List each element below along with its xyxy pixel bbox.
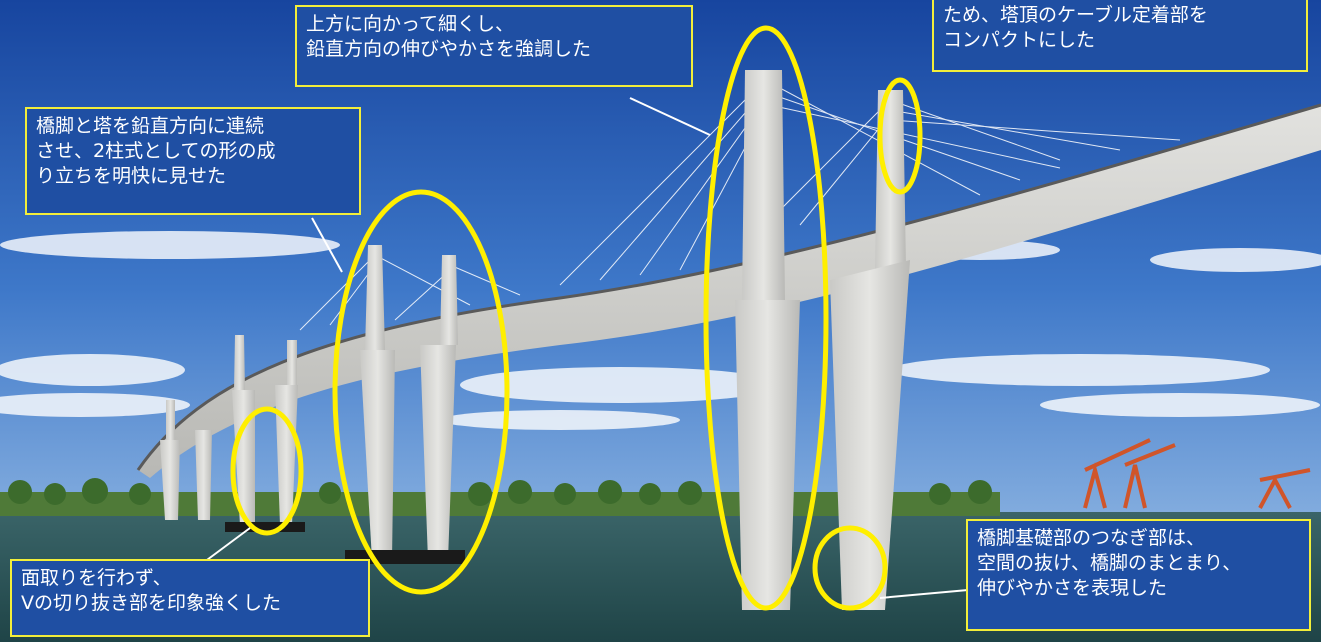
highlight-footing-joint (812, 525, 888, 611)
highlight-ellipses (230, 25, 923, 611)
callout-taper-upward: 上方に向かって細くし、 鉛直方向の伸びやかさを強調した (295, 5, 693, 87)
callout-line: り立ちを明快に見せた (36, 165, 227, 187)
callout-line: Vの切り抜き部を印象強くした (21, 592, 281, 614)
callout-pier-tower-continuity: 橋脚と塔を鉛直方向に連続 させ、2柱式としての形の成 り立ちを明快に見せた (25, 107, 361, 215)
stay-cables (299, 79, 1181, 331)
towers (166, 70, 906, 440)
port-cranes (1083, 438, 1311, 509)
callout-footing-joint: 橋脚基礎部のつなぎ部は、 空間の抜け、橋脚のまとまり、 伸びやかさを表現した (966, 519, 1311, 631)
piers (160, 260, 910, 610)
bridge-deck (138, 105, 1321, 478)
callout-line: 橋脚と塔を鉛直方向に連続 (36, 115, 265, 137)
highlight-tall-tower (703, 25, 829, 611)
callout-line: 面取りを行わず、 (21, 567, 172, 589)
callout-line: 橋脚基礎部のつなぎ部は、 (977, 527, 1206, 549)
callout-line: 鉛直方向の伸びやかさを強調した (306, 38, 592, 60)
callout-line: させ、2柱式としての形の成 (36, 140, 276, 162)
callout-v-cutout: 面取りを行わず、 Vの切り抜き部を印象強くした (10, 559, 370, 637)
callout-line: 上方に向かって細くし、 (306, 13, 515, 35)
callout-cable-anchorage: ため、塔頂のケーブル定着部を コンパクトにした (932, 0, 1308, 72)
callout-line: ため、塔頂のケーブル定着部を (943, 4, 1208, 26)
callout-line: 空間の抜け、橋脚のまとまり、 (977, 552, 1242, 574)
highlight-v-cutout (230, 406, 304, 536)
highlight-pier-tower-pair (332, 189, 510, 595)
callout-line: 伸びやかさを表現した (977, 577, 1168, 599)
highlight-cable-anchorage (877, 77, 923, 195)
callout-line: コンパクトにした (943, 29, 1096, 51)
